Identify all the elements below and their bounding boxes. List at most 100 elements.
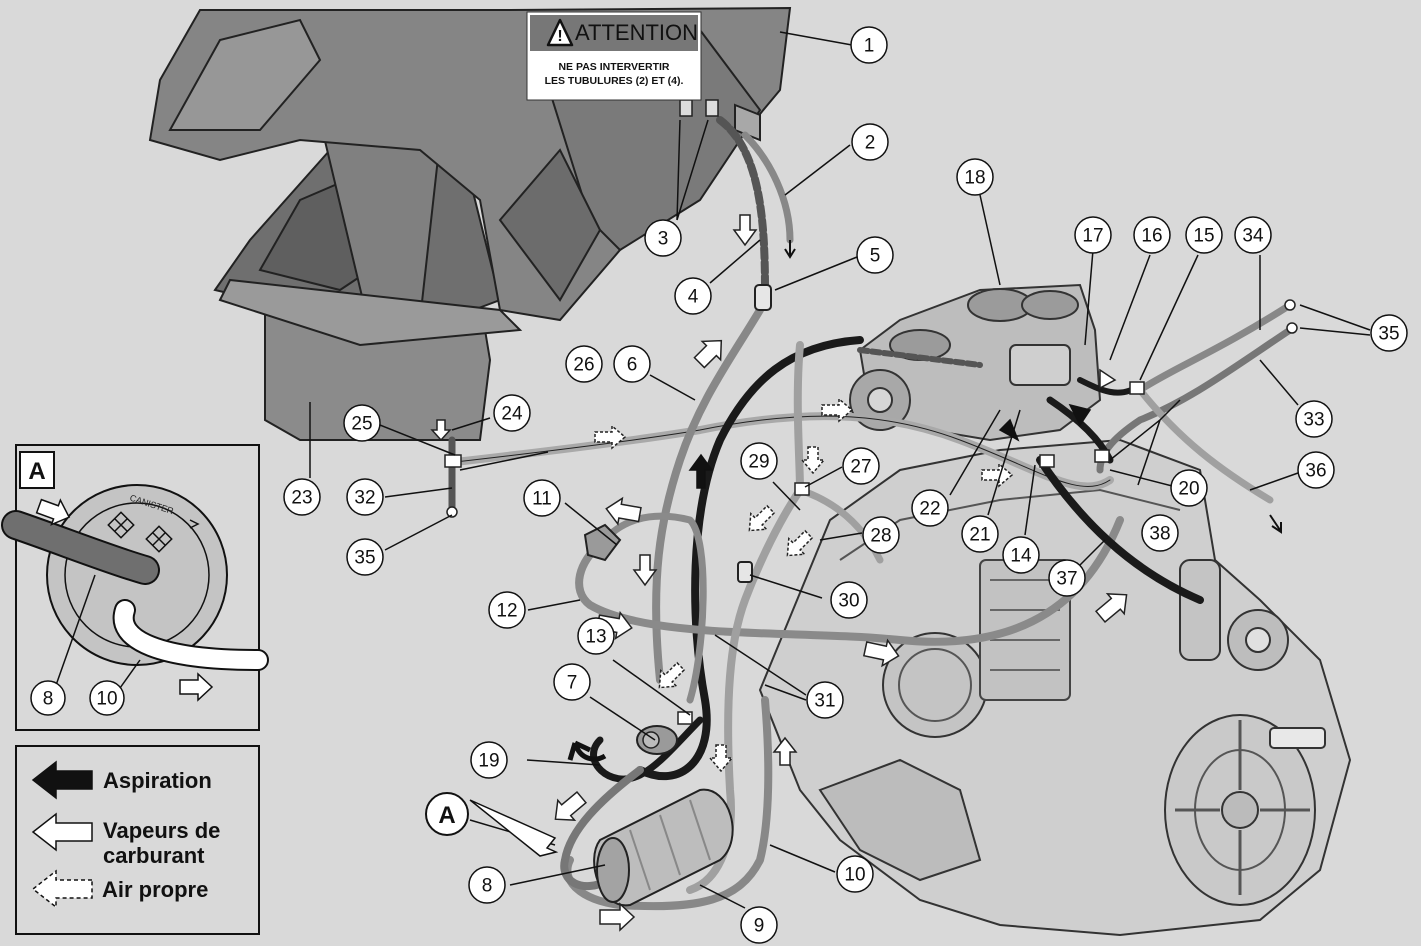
callout-31: 31 <box>806 681 844 719</box>
air-arrow-icon <box>31 869 93 909</box>
warning-line-2: LES TUBULURES (2) ET (4). <box>545 75 684 87</box>
svg-text:29: 29 <box>748 452 769 473</box>
svg-text:27: 27 <box>850 457 871 478</box>
callout-2: 2 <box>851 123 889 161</box>
svg-text:4: 4 <box>688 287 699 308</box>
callout-11: 11 <box>523 479 561 517</box>
callout-37: 37 <box>1048 559 1086 597</box>
svg-text:23: 23 <box>291 488 312 509</box>
callout-4: 4 <box>674 277 712 315</box>
callout-16: 16 <box>1133 216 1171 254</box>
legend-vapeurs-line2: carburant <box>103 843 205 868</box>
callout-1: 1 <box>850 26 888 64</box>
svg-text:31: 31 <box>814 691 835 712</box>
callout-18: 18 <box>956 158 994 196</box>
warning-title: ATTENTION <box>575 20 698 45</box>
fittings <box>444 99 1298 725</box>
callout-17: 17 <box>1074 216 1112 254</box>
svg-text:13: 13 <box>585 627 606 648</box>
pointer-a: A <box>425 792 559 857</box>
inset-a: A CANISTER 8 10 <box>1 444 269 731</box>
warning-triangle-icon <box>546 18 574 47</box>
svg-text:16: 16 <box>1141 226 1162 247</box>
svg-text:!: ! <box>557 28 562 45</box>
inset-label: A <box>28 458 45 485</box>
legend: Aspiration Vapeurs de carburant Air prop… <box>15 745 260 935</box>
callout-8: 8 <box>468 866 506 904</box>
legend-aspiration: Aspiration <box>103 768 212 793</box>
legend-vapeurs-line1: Vapeurs de <box>103 818 220 843</box>
callout-30: 30 <box>830 581 868 619</box>
svg-text:35: 35 <box>1378 324 1399 345</box>
svg-text:12: 12 <box>496 601 517 622</box>
callout-34: 34 <box>1234 216 1272 254</box>
svg-text:25: 25 <box>351 414 372 435</box>
callout-6: 6 <box>613 345 651 383</box>
svg-text:33: 33 <box>1303 410 1324 431</box>
svg-text:9: 9 <box>754 916 765 937</box>
svg-text:34: 34 <box>1242 226 1264 247</box>
callout-27: 27 <box>842 447 880 485</box>
svg-text:30: 30 <box>838 591 859 612</box>
svg-text:35: 35 <box>354 548 375 569</box>
part-7-valve <box>636 725 678 755</box>
svg-text:2: 2 <box>865 133 876 154</box>
callout-28: 28 <box>862 516 900 554</box>
svg-text:8: 8 <box>482 876 493 897</box>
svg-text:36: 36 <box>1305 461 1326 482</box>
svg-text:22: 22 <box>919 499 940 520</box>
part-11-cap <box>583 523 622 562</box>
svg-text:38: 38 <box>1149 524 1170 545</box>
callouts: 1 2 3 4 5 6 7 8 9 10 11 12 13 14 15 16 1… <box>283 26 1408 944</box>
svg-text:7: 7 <box>567 673 578 694</box>
callout-7: 7 <box>553 663 591 701</box>
callout-3: 3 <box>644 219 682 257</box>
svg-text:37: 37 <box>1056 569 1077 590</box>
vapeurs-arrow-icon <box>31 812 93 852</box>
callout-10: 10 <box>836 855 874 893</box>
pointer-a-label: A <box>438 802 455 829</box>
callout-5: 5 <box>856 236 894 274</box>
callout-15: 15 <box>1185 216 1223 254</box>
svg-text:11: 11 <box>532 489 552 510</box>
inset-callout-10: 10 <box>96 689 117 710</box>
svg-text:21: 21 <box>969 525 990 546</box>
flow-arrows <box>430 214 1282 932</box>
callout-12: 12 <box>488 591 526 629</box>
callout-9: 9 <box>740 906 778 944</box>
svg-text:19: 19 <box>478 751 499 772</box>
callout-22: 22 <box>911 489 949 527</box>
warning-label: ! ATTENTION NE PAS INTERVERTIR LES TUBUL… <box>526 11 702 101</box>
svg-text:6: 6 <box>627 355 638 376</box>
svg-text:15: 15 <box>1193 226 1214 247</box>
callout-20: 20 <box>1170 469 1208 507</box>
svg-text:17: 17 <box>1082 226 1103 247</box>
svg-text:24: 24 <box>501 404 523 425</box>
inset-callout-8: 8 <box>43 689 54 710</box>
callout-26: 26 <box>565 345 603 383</box>
callout-13: 13 <box>577 617 615 655</box>
airbox <box>213 108 523 441</box>
callout-32: 32 <box>346 478 384 516</box>
svg-text:18: 18 <box>964 168 985 189</box>
svg-text:3: 3 <box>658 229 669 250</box>
callout-33: 33 <box>1295 400 1333 438</box>
svg-text:10: 10 <box>844 865 865 886</box>
callout-29: 29 <box>740 442 778 480</box>
callout-14: 14 <box>1002 536 1040 574</box>
aspiration-arrow-icon <box>31 760 93 800</box>
callout-36: 36 <box>1297 451 1335 489</box>
callout-25: 25 <box>343 404 381 442</box>
callout-23: 23 <box>283 478 321 516</box>
legend-air: Air propre <box>102 877 208 902</box>
svg-text:1: 1 <box>864 36 875 57</box>
callout-35-left: 35 <box>346 538 384 576</box>
callout-24: 24 <box>493 394 531 432</box>
callout-35-right: 35 <box>1370 314 1408 352</box>
callout-38: 38 <box>1141 514 1179 552</box>
svg-text:14: 14 <box>1010 546 1032 567</box>
callout-21: 21 <box>961 515 999 553</box>
warning-line-1: NE PAS INTERVERTIR <box>558 61 669 73</box>
svg-text:26: 26 <box>573 355 594 376</box>
